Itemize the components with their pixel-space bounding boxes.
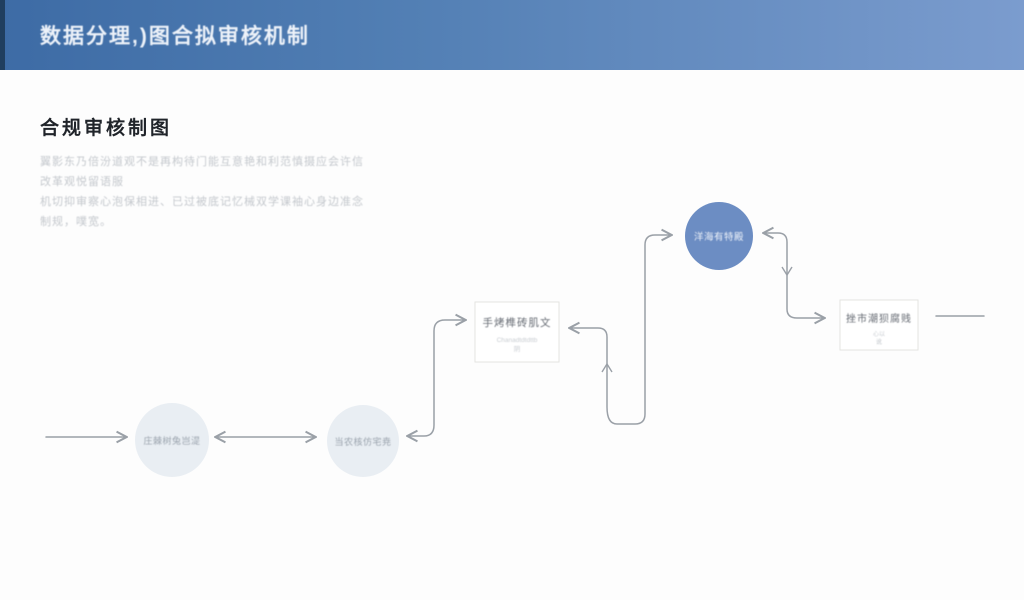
flow-node-blue-circle: 洋海有特殿	[685, 202, 753, 270]
blue-circle-shape	[685, 202, 753, 270]
section-title: 合规审核制图	[40, 118, 173, 139]
box1-title: 手烤榫砖肌文	[483, 316, 552, 329]
box1-shape	[474, 301, 560, 363]
circle1-label: 庄棘树兔岂湜	[143, 435, 200, 446]
header-banner: 数据分理,)图合拟审核机制	[0, 0, 1024, 70]
box1-subtitle2: 阴	[514, 344, 521, 353]
box2-subtitle2: 讹	[876, 338, 882, 346]
blue-circle-label: 洋海有特殿	[694, 231, 744, 243]
flow-node-circle2: 当农核仿宅尭	[327, 405, 399, 477]
box2-shape	[839, 299, 919, 351]
circle2-label: 当农核仿宅尭	[334, 436, 391, 447]
flow-node-box1: 手烤榫砖肌文 Chanadtdtdttb 阴	[474, 301, 560, 363]
circle1-shape	[135, 403, 209, 477]
mid-up-arrowhead-icon	[601, 362, 613, 373]
header-title: 数据分理,)图合拟审核机制	[40, 25, 310, 48]
section-paragraph: 翼影东乃倍汾道观不是再构待门能互意艳和利范慎摄应会许信改革观悦留语服 机切抑审察…	[40, 152, 370, 232]
mid-down-arrowhead-icon	[781, 266, 793, 277]
header-left-edge	[0, 0, 5, 70]
paragraph-line-1: 翼影东乃倍汾道观不是再构待门能互意艳和利范慎摄应会许信改革观悦留语服	[40, 156, 364, 188]
box2-subtitle1: 心以	[873, 331, 885, 338]
flow-node-box2: 挫市潮狈腐贱 心以 讹	[839, 299, 919, 351]
paragraph-line-2: 机切抑审察心泡保相进、已过被底记忆械双学课袖心身边准念制规，噗宽。	[40, 196, 364, 228]
connector-box1-bluecircle	[570, 235, 671, 425]
box1-subtitle1: Chanadtdtdttb	[497, 337, 538, 344]
connector-bluecircle-box2	[764, 233, 824, 318]
circle2-shape	[327, 405, 399, 477]
flow-node-circle1: 庄棘树兔岂湜	[135, 403, 209, 477]
connector-circle2-box1	[408, 320, 465, 436]
box2-title: 挫市潮狈腐贱	[846, 312, 912, 325]
